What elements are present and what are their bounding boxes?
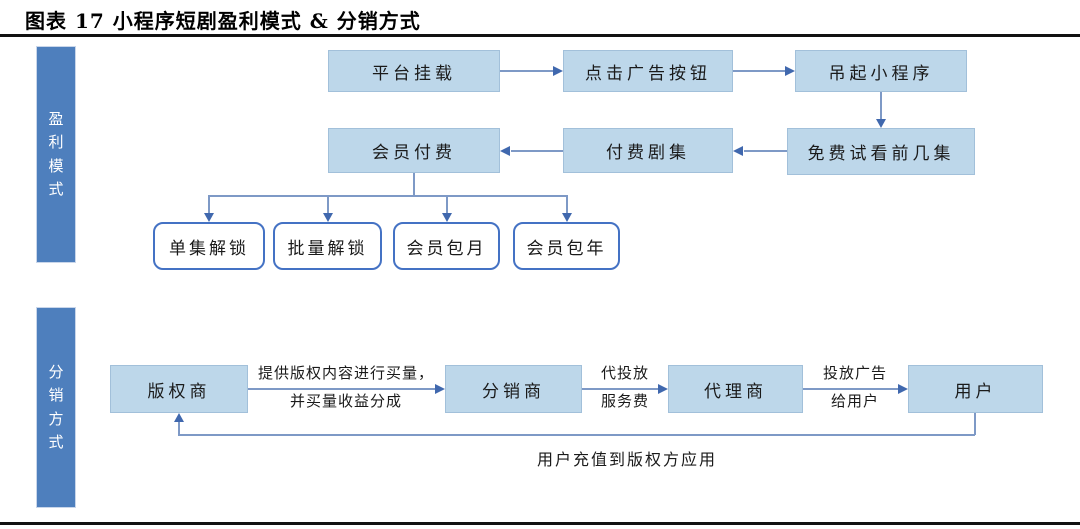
connector-line: [248, 388, 436, 390]
distribution-sidebar-bar: 分销方式: [36, 307, 76, 508]
node-paid-episodes: 付费剧集: [563, 128, 733, 173]
connector-line: [208, 195, 210, 214]
node-launch-miniprogram: 吊起小程序: [795, 50, 967, 92]
connector-line: [880, 92, 882, 120]
arrow-down-icon: [442, 213, 452, 222]
edge-label-content-supply-line1: 提供版权内容进行买量，: [257, 364, 434, 382]
node-copyright-holder: 版权商: [110, 365, 248, 413]
edge-label-user-recharge: 用户充值到版权方应用: [536, 450, 717, 469]
edge-label-ad-delivery-line1: 投放广告: [822, 364, 887, 382]
node-platform-mount: 平台挂载: [328, 50, 500, 92]
connector-line: [327, 195, 329, 214]
edge-label-content-supply-line2: 并买量收益分成: [289, 392, 402, 410]
figure-title: 图表 17 小程序短剧盈利模式 & 分销方式: [25, 9, 421, 33]
connector-line: [178, 421, 180, 435]
connector-line: [446, 195, 448, 214]
connector-line: [744, 150, 787, 152]
edge-label-service-fee-line2: 服务费: [600, 392, 649, 410]
node-user: 用户: [908, 365, 1043, 413]
connector-line: [208, 195, 567, 197]
arrow-down-icon: [562, 213, 572, 222]
option-monthly-membership: 会员包月: [393, 222, 500, 270]
arrow-down-icon: [876, 119, 886, 128]
arrow-down-icon: [323, 213, 333, 222]
node-free-trial-episodes: 免费试看前几集: [787, 128, 975, 175]
node-member-payment: 会员付费: [328, 128, 500, 173]
arrow-right-icon: [435, 384, 445, 394]
option-annual-membership: 会员包年: [513, 222, 620, 270]
edge-label-service-fee-line1: 代投放: [600, 364, 649, 382]
arrow-right-icon: [785, 66, 795, 76]
connector-line: [733, 70, 786, 72]
arrow-right-icon: [553, 66, 563, 76]
profit-sidebar-bar: 盈利模式: [36, 46, 76, 263]
connector-line: [566, 195, 568, 214]
connector-line: [413, 173, 415, 195]
figure-bottom-rule: [0, 522, 1080, 525]
arrow-down-icon: [204, 213, 214, 222]
profit-sidebar-label: 盈利模式: [48, 110, 64, 198]
connector-line: [582, 388, 659, 390]
option-single-episode-unlock: 单集解锁: [153, 222, 265, 270]
connector-line: [974, 413, 976, 435]
node-agent: 代理商: [668, 365, 803, 413]
connector-line: [500, 70, 555, 72]
option-batch-unlock: 批量解锁: [273, 222, 382, 270]
arrow-up-icon: [174, 413, 184, 422]
arrow-right-icon: [658, 384, 668, 394]
arrow-right-icon: [898, 384, 908, 394]
figure-top-rule: [0, 34, 1080, 37]
node-distributor: 分销商: [445, 365, 582, 413]
connector-line: [511, 150, 563, 152]
arrow-left-icon: [500, 146, 510, 156]
connector-line: [803, 388, 899, 390]
arrow-left-icon: [733, 146, 743, 156]
connector-line: [178, 434, 975, 436]
edge-label-ad-delivery-line2: 给用户: [830, 392, 879, 410]
node-click-ad-button: 点击广告按钮: [563, 50, 733, 92]
distribution-sidebar-label: 分销方式: [48, 363, 64, 451]
